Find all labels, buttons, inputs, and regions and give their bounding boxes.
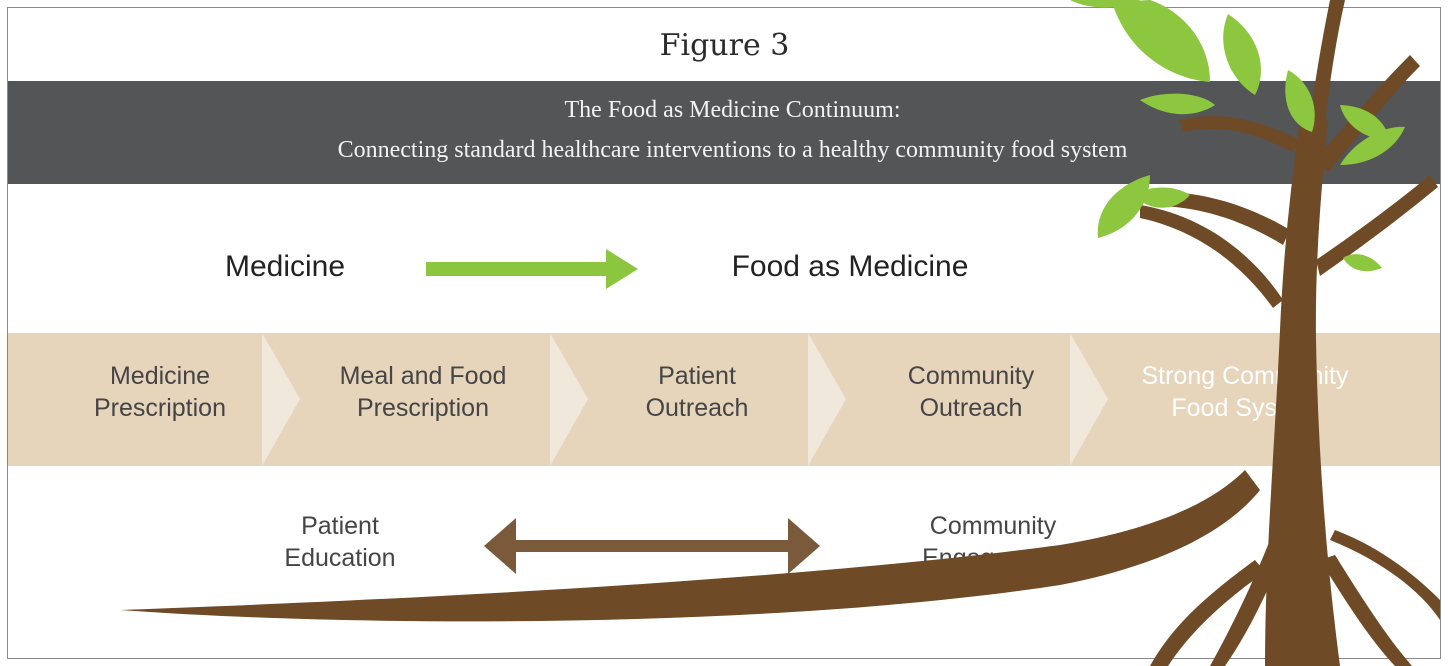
- medicine-label: Medicine: [224, 250, 346, 283]
- step-4-line1: Community: [907, 362, 1035, 390]
- chevron-1: [262, 333, 300, 466]
- chevron-2: [550, 333, 588, 466]
- chevron-3: [808, 333, 846, 466]
- community-engagement-label: Community Engagement: [893, 510, 1093, 574]
- figure-title: Figure 3: [659, 28, 790, 63]
- continuum-chevrons: [262, 333, 1108, 466]
- step-meal-food-prescription: Meal and Food Prescription: [318, 360, 528, 424]
- step-1-line2: Prescription: [94, 394, 226, 422]
- step-4-line2: Outreach: [919, 394, 1023, 422]
- title-banner: The Food as Medicine Continuum: Connecti…: [8, 81, 1440, 184]
- banner-title-line1: The Food as Medicine Continuum:: [564, 97, 901, 123]
- step-2-line2: Prescription: [357, 394, 489, 422]
- community-engagement-line2: Engagement: [922, 544, 1064, 572]
- step-3-line2: Outreach: [645, 394, 749, 422]
- brown-double-arrow: [484, 518, 820, 574]
- step-medicine-prescription: Medicine Prescription: [55, 360, 265, 424]
- step-patient-outreach: Patient Outreach: [592, 360, 802, 424]
- patient-education-label: Patient Education: [240, 510, 440, 574]
- step-5-line2: Food System: [1171, 394, 1319, 422]
- community-engagement-line1: Community: [929, 512, 1057, 540]
- continuum-band: [8, 333, 1440, 466]
- step-5-line1: Strong Community: [1141, 362, 1349, 390]
- green-arrow: [426, 249, 638, 289]
- patient-education-line2: Education: [284, 544, 396, 572]
- patient-education-line1: Patient: [301, 512, 379, 540]
- step-strong-community-food-system: Strong Community Food System: [1125, 360, 1365, 424]
- step-3-line1: Patient: [658, 362, 736, 390]
- food-as-medicine-label: Food as Medicine: [731, 250, 969, 283]
- chevron-4: [1070, 333, 1108, 466]
- banner-title-line2: Connecting standard healthcare intervent…: [337, 137, 1128, 163]
- step-2-line1: Meal and Food: [339, 362, 507, 390]
- step-community-outreach: Community Outreach: [866, 360, 1076, 424]
- step-1-line1: Medicine: [109, 362, 211, 390]
